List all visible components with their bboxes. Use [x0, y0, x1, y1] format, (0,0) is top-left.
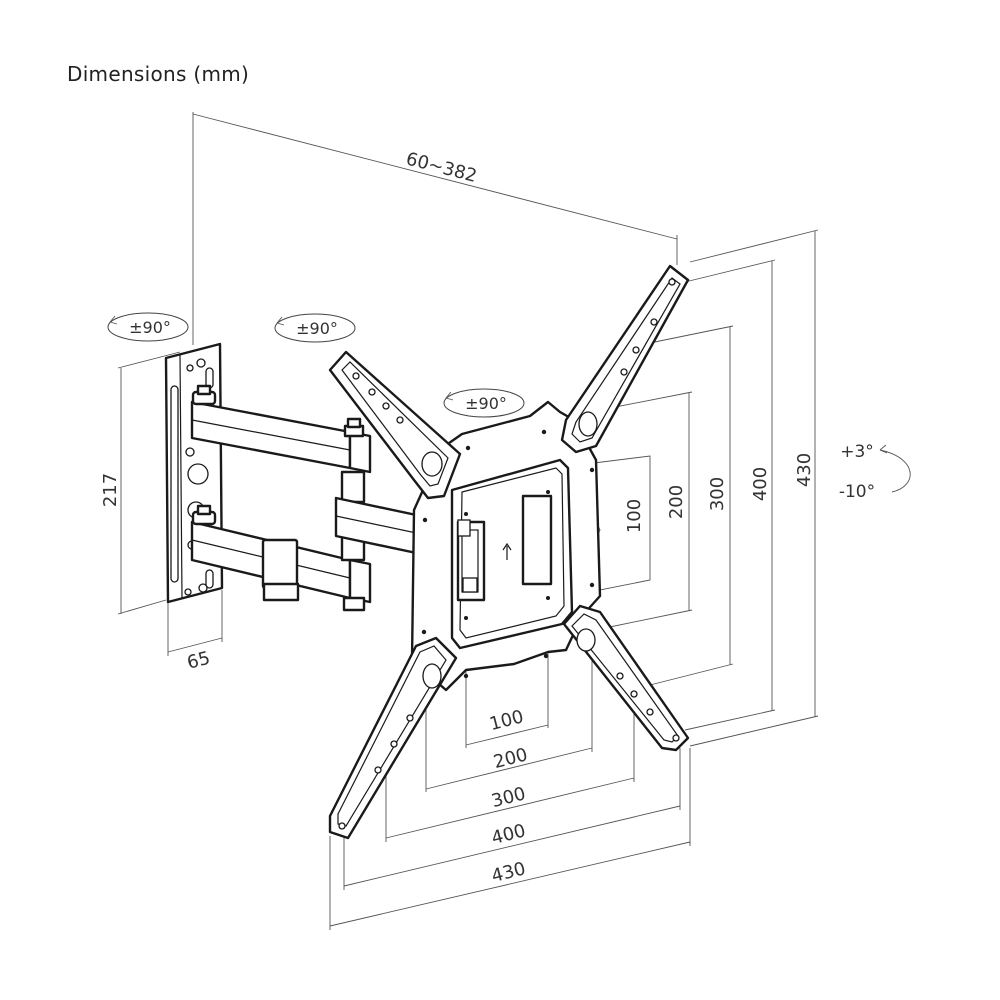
- vertical-dimension-300: 300: [707, 477, 728, 511]
- tilt-indicator: +3° -10°: [839, 442, 911, 502]
- head-rotation-indicator: ±90°: [443, 388, 525, 418]
- horizontal-dimension-200: 200: [491, 744, 530, 773]
- tilt-down-label: -10°: [839, 482, 875, 502]
- bracket-arm-top-left: [328, 350, 462, 500]
- bracket-arm-bottom-left: [328, 636, 458, 840]
- horizontal-dimension-300: 300: [489, 783, 528, 812]
- wall-plate-rotation-label: ±90°: [129, 318, 171, 337]
- horizontal-dimension-400: 400: [489, 820, 528, 849]
- upper-arm: [190, 384, 372, 474]
- lower-arm: [190, 504, 372, 612]
- bracket-arm-top-right: [560, 264, 690, 454]
- vertical-dimension-400: 400: [750, 467, 771, 501]
- tilt-up-label: +3°: [840, 442, 874, 462]
- head-rotation-label: ±90°: [465, 394, 507, 413]
- arm-joint-rotation-indicator: ±90°: [274, 313, 356, 343]
- wall-plate-depth-label: 65: [185, 648, 212, 674]
- wall-plate-height-dimension: 217: [100, 351, 181, 615]
- wall-plate-height-label: 217: [100, 473, 121, 507]
- wall-plate-depth-dimension: 65: [167, 590, 223, 674]
- extension-dimension: 60~382: [192, 112, 678, 345]
- arm-joint-rotation-label: ±90°: [296, 319, 338, 338]
- vertical-dimension-100: 100: [624, 499, 645, 533]
- vertical-dimensions: 430 400 300 200 100: [569, 229, 819, 747]
- head-plate: [410, 400, 602, 692]
- vertical-dimension-200: 200: [666, 485, 687, 519]
- horizontal-dimension-430: 430: [489, 858, 528, 887]
- vertical-dimension-430: 430: [794, 453, 815, 487]
- diagram-title: Dimensions (mm): [67, 62, 250, 86]
- wall-plate-rotation-indicator: ±90°: [107, 312, 189, 342]
- bracket-arm-bottom-right: [562, 604, 690, 752]
- extension-dimension-label: 60~382: [404, 148, 479, 186]
- horizontal-dimension-100: 100: [487, 706, 526, 735]
